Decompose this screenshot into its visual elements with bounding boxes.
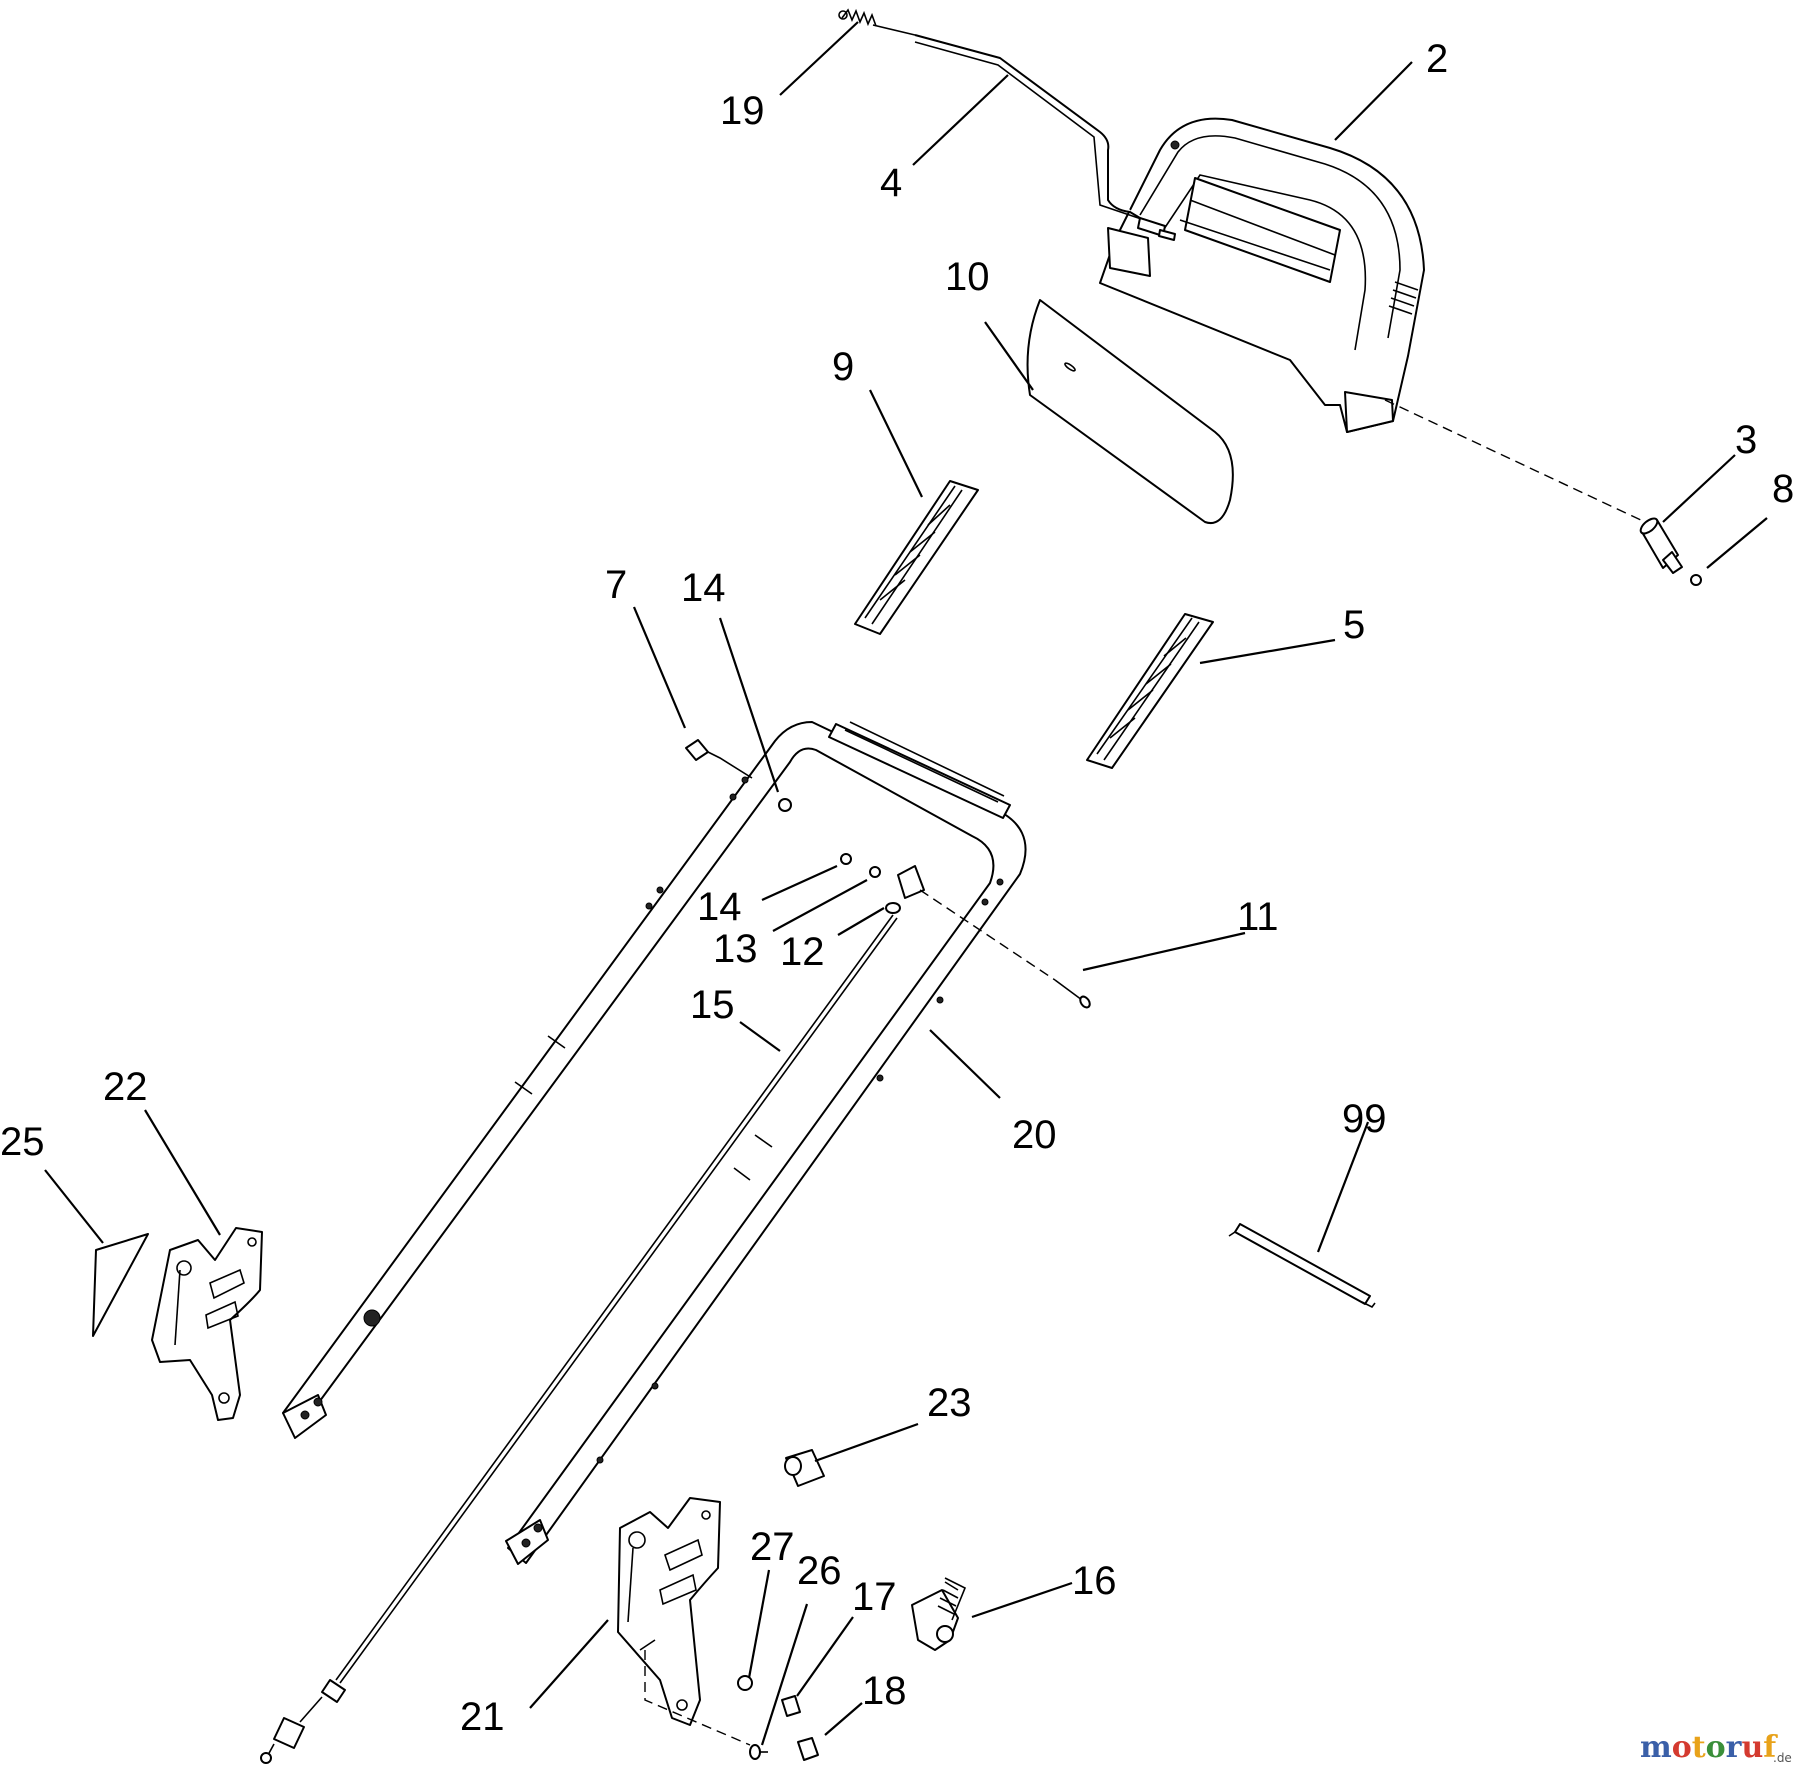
label-10: 10 — [945, 255, 990, 299]
bolt-26 — [749, 1744, 768, 1760]
bracket-21 — [617, 1497, 721, 1726]
bail-rod — [872, 24, 1176, 241]
svg-text:motoruf: motoruf — [1640, 1730, 1778, 1765]
label-5: 5 — [1343, 603, 1365, 647]
watermark-logo: motoruf .de — [1640, 1730, 1792, 1765]
knob-23 — [784, 1449, 825, 1487]
label-26: 26 — [797, 1549, 842, 1593]
washer-27 — [737, 1675, 753, 1691]
spring-19 — [838, 8, 877, 27]
rail-5 — [1086, 613, 1214, 769]
label-8: 8 — [1772, 467, 1794, 511]
axis-line-2-3 — [1384, 399, 1646, 523]
label-15: 15 — [690, 983, 735, 1027]
axis-line-21-hardware — [644, 1650, 751, 1746]
nut-14-upper — [778, 798, 792, 812]
label-18: 18 — [862, 1669, 907, 1713]
label-13: 13 — [713, 927, 758, 971]
nut-14-lower — [840, 853, 852, 865]
nut-18 — [797, 1737, 819, 1761]
label-12: 12 — [780, 930, 825, 974]
shroud-10 — [1026, 299, 1234, 524]
cable-15 — [260, 914, 898, 1764]
label-14-top: 14 — [681, 566, 726, 610]
rail-9 — [854, 480, 979, 635]
axis-line-11 — [919, 889, 1056, 981]
cable-clip-12 — [885, 865, 925, 914]
lever-16 — [911, 1577, 967, 1651]
label-21: 21 — [460, 1695, 505, 1739]
label-23: 23 — [927, 1381, 972, 1425]
decal-25 — [92, 1233, 149, 1337]
leader-lines — [44, 21, 1768, 1746]
label-7: 7 — [605, 563, 627, 607]
label-16: 16 — [1072, 1559, 1117, 1603]
clip-7 — [685, 739, 753, 779]
label-99: 99 — [1342, 1097, 1387, 1141]
label-14-bottom: 14 — [697, 885, 742, 929]
label-25: 25 — [0, 1120, 45, 1164]
label-27: 27 — [750, 1525, 795, 1569]
spacer-17 — [781, 1695, 801, 1717]
label-17: 17 — [852, 1575, 897, 1619]
pin-3 — [1639, 517, 1683, 574]
label-20: 20 — [1012, 1113, 1057, 1157]
label-9: 9 — [832, 345, 854, 389]
top-handle-assembly — [1099, 117, 1425, 433]
washer-13 — [869, 866, 881, 878]
bolt-11 — [1054, 979, 1091, 1009]
label-19: 19 — [720, 89, 765, 133]
svg-text:.de: .de — [1773, 1751, 1792, 1765]
callout-labels: 2 19 4 10 9 3 8 7 14 5 14 11 13 12 15 20… — [0, 37, 1794, 1739]
bracket-22 — [151, 1227, 263, 1421]
label-4: 4 — [880, 161, 902, 205]
washer-8 — [1690, 574, 1702, 586]
upper-handle — [282, 721, 1027, 1565]
label-3: 3 — [1735, 418, 1757, 462]
label-2: 2 — [1426, 37, 1448, 81]
label-22: 22 — [103, 1065, 148, 1109]
rod-99 — [1228, 1223, 1376, 1309]
label-11: 11 — [1237, 895, 1279, 939]
